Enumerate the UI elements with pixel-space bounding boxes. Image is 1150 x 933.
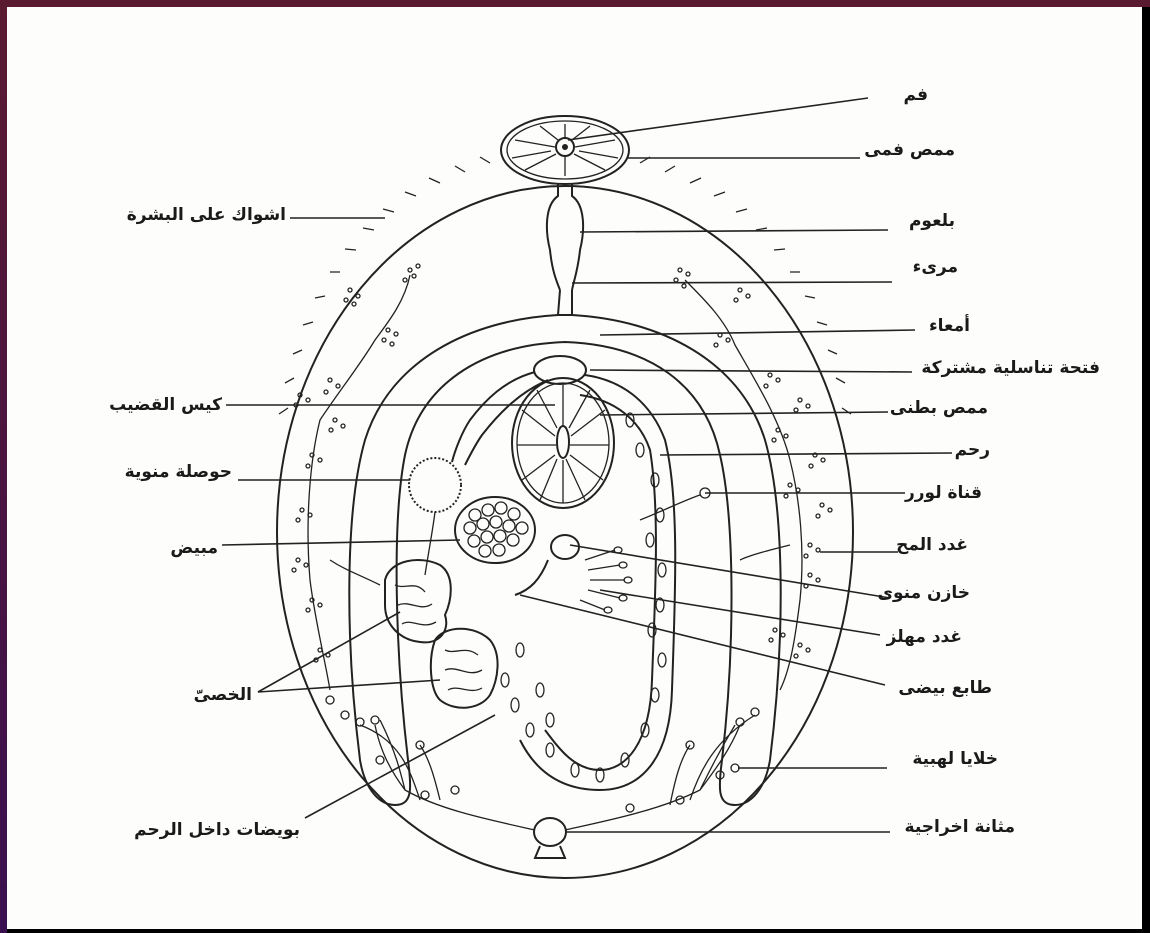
label-testes: الخصىّ: [194, 685, 252, 705]
tegument-spines: [279, 157, 851, 414]
seminal-vesicle: [409, 458, 461, 575]
leader-lines: [222, 98, 952, 832]
label-uterus: رحم: [955, 440, 990, 460]
pharynx: [547, 184, 583, 290]
label-vitelline-glands: غدد المح: [896, 535, 968, 555]
uterus: [501, 375, 675, 790]
ovary: [455, 497, 535, 563]
excretory-bladder: [534, 818, 566, 858]
label-flame-cells: خلايا لهبية: [912, 749, 998, 769]
oral-sucker: [501, 116, 629, 184]
label-tegument-spines: اشواك على البشرة: [127, 205, 286, 225]
label-pharynx: بلعوم: [909, 211, 955, 231]
flame-cells: [326, 696, 759, 830]
label-oral-sucker: ممص فمى: [864, 140, 955, 160]
label-intestines: أمعاء: [929, 314, 970, 336]
ventral-sucker: [512, 378, 614, 508]
mehlis-glands: [580, 547, 632, 613]
label-seminal-vesicle: حوصلة منوية: [125, 462, 232, 482]
label-ootype: طابع بيضى: [898, 678, 992, 698]
label-mouth: فم: [904, 85, 928, 105]
labels: فم ممص فمى بلعوم مرىء أمعاء فتحة تناسلية…: [109, 85, 1100, 840]
label-seminal-receptacle: خازن منوى: [877, 583, 970, 603]
label-genital-opening: فتحة تناسلية مشتركة: [921, 358, 1100, 378]
label-eggs-in-uterus: بويضات داخل الرحم: [134, 820, 300, 840]
label-ovary: مبيض: [170, 538, 218, 558]
label-mehlis-glands: غدد مهلز: [886, 627, 962, 647]
genital-opening: [534, 356, 586, 384]
label-excretory-bladder: مثانة اخراجية: [905, 817, 1015, 837]
label-laurer-canal: قناة لورر: [904, 483, 982, 503]
label-ventral-sucker: ممص بطنى: [890, 398, 988, 418]
esophagus: [558, 290, 572, 315]
vitelline-glands: [292, 264, 832, 690]
seminal-receptacle: [515, 535, 579, 595]
label-cirrus-sac: كيس القضيب: [109, 395, 222, 415]
label-esophagus: مرىء: [913, 257, 958, 277]
